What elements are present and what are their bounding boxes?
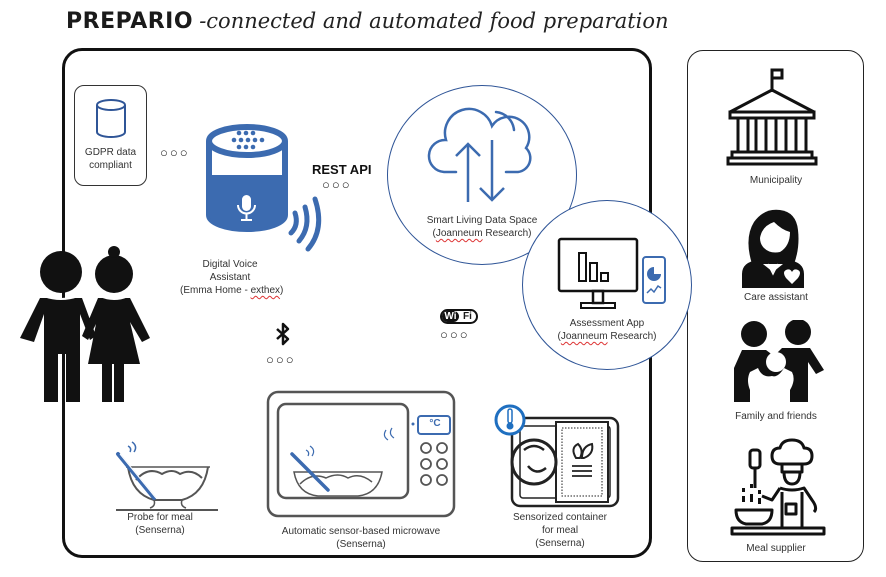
assessment-app-label-line1: Assessment App — [569, 318, 645, 329]
data-space-label-line1: Smart Living Data Space — [426, 215, 538, 226]
label-text: ( — [432, 228, 436, 239]
microwave-label-line1: Automatic sensor-based microwave — [281, 526, 441, 537]
microwave-label-line2: (Senserna) — [336, 539, 386, 550]
voice-assistant-label-line2: Assistant — [209, 272, 251, 283]
label-text: Research) — [607, 331, 657, 342]
meal-container-icon — [494, 404, 620, 508]
chef-icon — [730, 438, 826, 536]
bowl-probe-icon — [116, 441, 218, 511]
probe-label-line1: Probe for meal — [127, 512, 193, 523]
label-text: ) — [280, 285, 284, 296]
cloud-sync-icon — [427, 107, 532, 202]
title-subtitle: -connected and automated food preparatio… — [199, 9, 669, 33]
label-text-underlined: Joanneum — [435, 228, 483, 239]
data-space-label-line2: (Joanneum Research) — [388, 227, 576, 240]
connector-dots-bluetooth: ○○○ — [266, 352, 296, 367]
label-text: Research) — [482, 228, 532, 239]
voice-assistant-label-line3: (Emma Home - exthex) — [180, 284, 284, 297]
label-text-underlined: exthex — [250, 285, 281, 296]
stakeholder-label-family: Family and friends — [735, 411, 817, 422]
label-text: (Emma Home - — [180, 285, 251, 296]
wifi-icon: Wi Fi — [440, 309, 478, 324]
gdpr-box: GDPR data compliant — [74, 85, 147, 186]
database-icon — [96, 99, 126, 138]
data-space-circle: Smart Living Data Space (Joanneum Resear… — [387, 85, 577, 265]
bluetooth-icon — [276, 322, 290, 346]
wifi-right-text: Fi — [463, 311, 472, 322]
connector-dots-wifi: ○○○ — [440, 327, 470, 342]
elderly-couple-icon — [20, 246, 150, 402]
connector-dots-rest: ○○○ — [322, 177, 352, 192]
stakeholder-label-municipality: Municipality — [749, 175, 803, 186]
monitor-chart-icon — [557, 237, 666, 309]
wifi-left-text: Wi — [442, 311, 459, 322]
container-label-line3: (Senserna) — [535, 538, 585, 549]
smart-speaker-icon — [206, 124, 322, 252]
container-label-line1: Sensorized container — [513, 512, 607, 523]
assessment-app-circle: Assessment App (Joanneum Research) — [522, 200, 692, 370]
stakeholder-label-care-assistant: Care assistant — [744, 292, 808, 303]
gdpr-label-line1: GDPR data — [84, 147, 137, 158]
assessment-app-label-line2: (Joanneum Research) — [523, 330, 691, 343]
probe-label-line2: (Senserna) — [135, 525, 185, 536]
connector-dots-gdpr: ○○○ — [160, 145, 190, 160]
brand-name: PREPARIO — [66, 9, 194, 34]
stakeholder-label-meal-supplier: Meal supplier — [746, 543, 806, 554]
label-text: ( — [557, 331, 561, 342]
gdpr-label-line2: compliant — [89, 160, 132, 171]
rest-api-label: REST API — [312, 162, 372, 177]
container-label-line2: for meal — [541, 525, 579, 536]
voice-assistant-label-line1: Digital Voice — [202, 259, 258, 270]
microwave-display: °C — [429, 418, 441, 429]
label-text-underlined: Joanneum — [560, 331, 608, 342]
diagram-title: PREPARIO -connected and automated food p… — [66, 8, 669, 34]
care-assistant-icon — [742, 209, 804, 288]
family-icon — [734, 320, 824, 402]
microwave-icon — [266, 390, 456, 518]
municipality-icon — [726, 68, 818, 166]
